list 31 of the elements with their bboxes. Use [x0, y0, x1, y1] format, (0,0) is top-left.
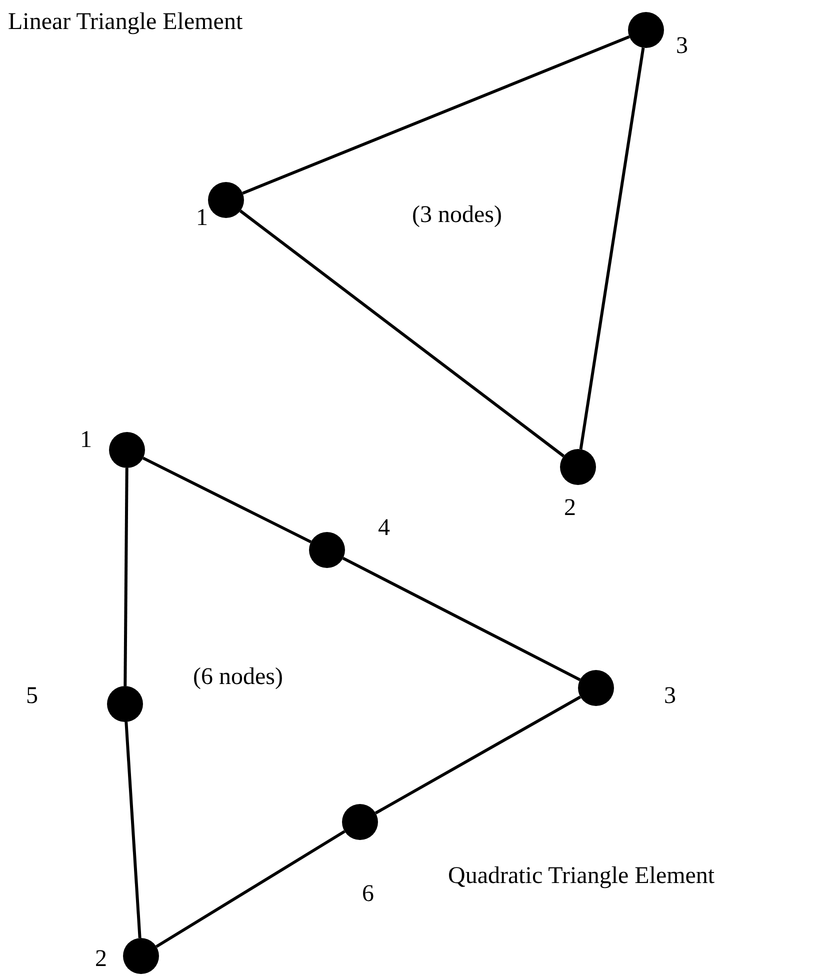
node-number: 3 — [664, 684, 676, 708]
node-number: 4 — [378, 516, 390, 540]
node-number: 1 — [80, 428, 92, 452]
element-edge — [239, 210, 565, 458]
node-number: 3 — [676, 34, 688, 58]
node-dot — [123, 938, 159, 974]
node-number: 6 — [362, 882, 374, 906]
node-dot — [628, 12, 664, 48]
node-count-label: (3 nodes) — [412, 203, 502, 227]
element-edge — [374, 696, 582, 814]
element-edge — [342, 556, 581, 682]
element-title: Linear Triangle Element — [8, 10, 243, 34]
node-dot — [109, 432, 145, 468]
element-edge — [156, 830, 346, 948]
element-edge — [124, 468, 128, 686]
node-dot — [578, 670, 614, 706]
element-edge — [579, 48, 645, 450]
node-dot — [208, 182, 244, 218]
element-edge — [124, 722, 142, 938]
element-title: Quadratic Triangle Element — [448, 864, 715, 888]
node-number: 1 — [196, 206, 208, 230]
node-dot — [309, 532, 345, 568]
node-number: 2 — [95, 947, 107, 971]
node-dot — [342, 804, 378, 840]
element-edge — [142, 456, 312, 544]
element-edge — [242, 35, 630, 195]
node-dot — [560, 449, 596, 485]
node-dot — [107, 686, 143, 722]
node-number: 2 — [564, 496, 576, 520]
node-number: 5 — [26, 684, 38, 708]
node-count-label: (6 nodes) — [193, 665, 283, 689]
